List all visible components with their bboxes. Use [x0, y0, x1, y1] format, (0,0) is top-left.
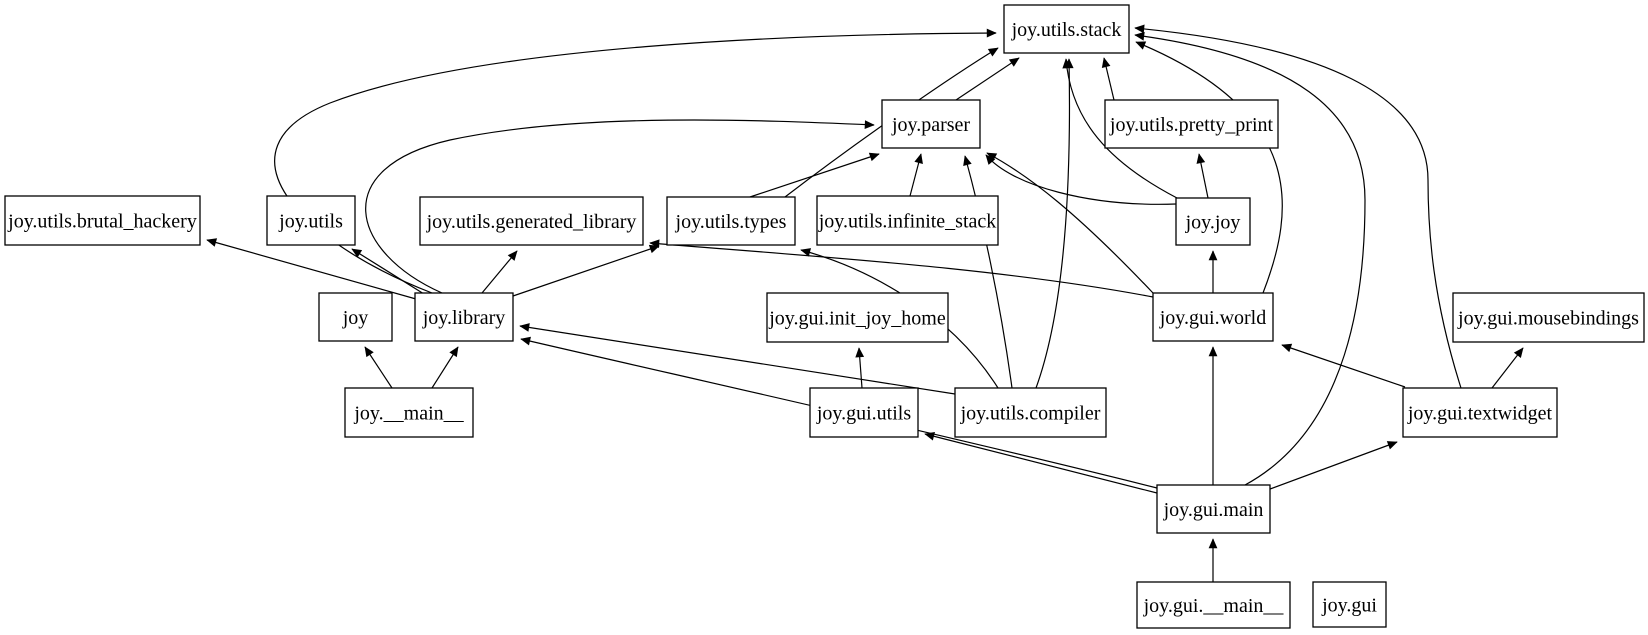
node-joy.library: joy.library [414, 292, 514, 342]
node-box-joy [318, 292, 393, 342]
node-label-joy.gui.world: joy.gui.world [1159, 307, 1266, 329]
node-label-joy.utils.compiler: joy.utils.compiler [960, 403, 1101, 425]
node-label-joy.parser: joy.parser [891, 114, 970, 136]
node-box-joy.utils.compiler [954, 387, 1107, 438]
edge-joy.utils.compiler->joy.library [519, 323, 956, 395]
node-joy.__main__: joy.__main__ [344, 387, 474, 438]
node-label-joy.gui.utils: joy.gui.utils [816, 403, 911, 425]
edge-joy.gui.world->joy.utils.stack [1135, 41, 1283, 294]
node-box-joy.library [414, 292, 514, 342]
edge-joy.parser->joy.utils.stack [955, 57, 1020, 101]
edge-joy.utils.compiler->joy.utils.stack [1035, 58, 1074, 389]
node-label-joy.utils.infinite_stack: joy.utils.infinite_stack [818, 211, 997, 233]
node-label-joy.utils.pretty_print: joy.utils.pretty_print [1109, 114, 1274, 136]
node-joy.utils.stack: joy.utils.stack [1003, 4, 1130, 54]
node-label-joy.gui.textwidget: joy.gui.textwidget [1407, 403, 1553, 425]
node-joy.utils.generated_library: joy.utils.generated_library [419, 196, 644, 246]
node-label-joy.gui: joy.gui [1321, 595, 1377, 617]
nodes-layer: joy.utils.stack joy.parser joy.utils.prett… [4, 4, 1645, 629]
edge-joy.library->joy.parser [365, 119, 875, 294]
node-joy.utils.brutal_hackery: joy.utils.brutal_hackery [4, 195, 201, 246]
edge-joy.gui.main->joy.utils.stack [1134, 31, 1366, 486]
edges-layer [206, 24, 1524, 582]
edge-joy.joy->joy.parser [985, 154, 1177, 205]
node-joy.gui.main: joy.gui.main [1156, 484, 1271, 534]
node-label-joy.utils.types: joy.utils.types [675, 211, 787, 233]
node-joy.utils.types: joy.utils.types [666, 196, 796, 246]
edge-joy.library->joy.utils.types [512, 244, 660, 297]
edge-joy.gui.world->joy.utils.generated_library [649, 239, 1154, 298]
node-label-joy.gui.init_joy_home: joy.gui.init_joy_home [768, 308, 946, 330]
node-box-joy.gui.world [1152, 292, 1274, 342]
node-label-joy.gui.main: joy.gui.main [1163, 499, 1264, 521]
edge-joy.utils.compiler->joy.parser [963, 155, 1013, 389]
node-box-joy.gui.mousebindings [1452, 292, 1645, 343]
node-box-joy.utils.generated_library [419, 196, 644, 246]
node-label-joy.library: joy.library [422, 307, 506, 329]
node-joy: joy [318, 292, 393, 342]
node-box-joy.gui.utils [809, 387, 919, 438]
edge-joy.__main__->joy [364, 346, 393, 389]
node-label-joy.joy: joy.joy [1185, 212, 1241, 234]
node-box-joy.gui.main [1156, 484, 1271, 534]
node-box-joy.utils.brutal_hackery [4, 195, 201, 246]
node-label-joy.gui.__main__: joy.gui.__main__ [1143, 595, 1285, 617]
node-joy.utils.pretty_print: joy.utils.pretty_print [1104, 99, 1279, 149]
node-label-joy: joy [342, 307, 369, 329]
node-joy.gui: joy.gui [1312, 581, 1387, 628]
node-label-joy.utils.brutal_hackery: joy.utils.brutal_hackery [7, 211, 197, 233]
node-box-joy.utils.pretty_print [1104, 99, 1279, 149]
edge-joy.utils.infinite_stack->joy.parser [909, 153, 923, 197]
edge-joy.gui.textwidget->joy.utils.stack [1134, 24, 1462, 389]
node-joy.gui.init_joy_home: joy.gui.init_joy_home [766, 292, 949, 343]
node-box-joy.gui.init_joy_home [766, 292, 949, 343]
node-box-joy.gui.__main__ [1136, 581, 1291, 629]
edge-joy.utils.types->joy.parser [749, 152, 880, 198]
edge-joy.gui.main->joy.gui.textwidget [1269, 441, 1398, 490]
edge-joy.library->joy.utils.generated_library [481, 250, 518, 294]
node-joy.gui.world: joy.gui.world [1152, 292, 1274, 342]
edge-joy.utils.pretty_print->joy.utils.stack [1101, 57, 1115, 101]
node-box-joy.utils.stack [1003, 4, 1130, 54]
node-joy.parser: joy.parser [881, 99, 981, 149]
node-box-joy.__main__ [344, 387, 474, 438]
edge-joy.gui.textwidget->joy.gui.world [1281, 343, 1406, 388]
edge-joy.library->joy.utils.brutal_hackery [206, 238, 417, 300]
node-box-joy.gui.textwidget [1402, 387, 1558, 438]
edge-joy.gui.textwidget->joy.gui.mousebindings [1491, 347, 1524, 389]
node-joy.gui.textwidget: joy.gui.textwidget [1402, 387, 1558, 438]
edge-joy.gui.main->joy.gui.utils [924, 432, 1158, 494]
edge-joy.gui.utils->joy.gui.init_joy_home [855, 347, 865, 389]
edge-joy.joy->joy.utils.pretty_print [1196, 153, 1209, 199]
node-label-joy.__main__: joy.__main__ [353, 403, 464, 425]
node-box-joy.parser [881, 99, 981, 149]
node-box-joy.utils [266, 195, 356, 246]
edge-joy.__main__->joy.library [431, 346, 459, 389]
node-box-joy.utils.types [666, 196, 796, 246]
node-joy.gui.mousebindings: joy.gui.mousebindings [1452, 292, 1645, 343]
node-label-joy.utils.stack: joy.utils.stack [1011, 19, 1122, 41]
node-joy.joy: joy.joy [1175, 197, 1251, 246]
node-box-joy.joy [1175, 197, 1251, 246]
node-box-joy.gui [1312, 581, 1387, 628]
node-joy.gui.utils: joy.gui.utils [809, 387, 919, 438]
node-joy.utils.infinite_stack: joy.utils.infinite_stack [816, 195, 999, 246]
node-joy.utils: joy.utils [266, 195, 356, 246]
node-joy.gui.__main__: joy.gui.__main__ [1136, 581, 1291, 629]
node-label-joy.utils: joy.utils [278, 211, 343, 233]
node-box-joy.utils.infinite_stack [816, 195, 999, 246]
edge-joy.gui.world->joy.parser [986, 152, 1154, 294]
node-joy.utils.compiler: joy.utils.compiler [954, 387, 1107, 438]
edge-joy.library->joy.utils [351, 248, 425, 295]
node-label-joy.gui.mousebindings: joy.gui.mousebindings [1457, 308, 1639, 330]
node-label-joy.utils.generated_library: joy.utils.generated_library [426, 211, 637, 233]
